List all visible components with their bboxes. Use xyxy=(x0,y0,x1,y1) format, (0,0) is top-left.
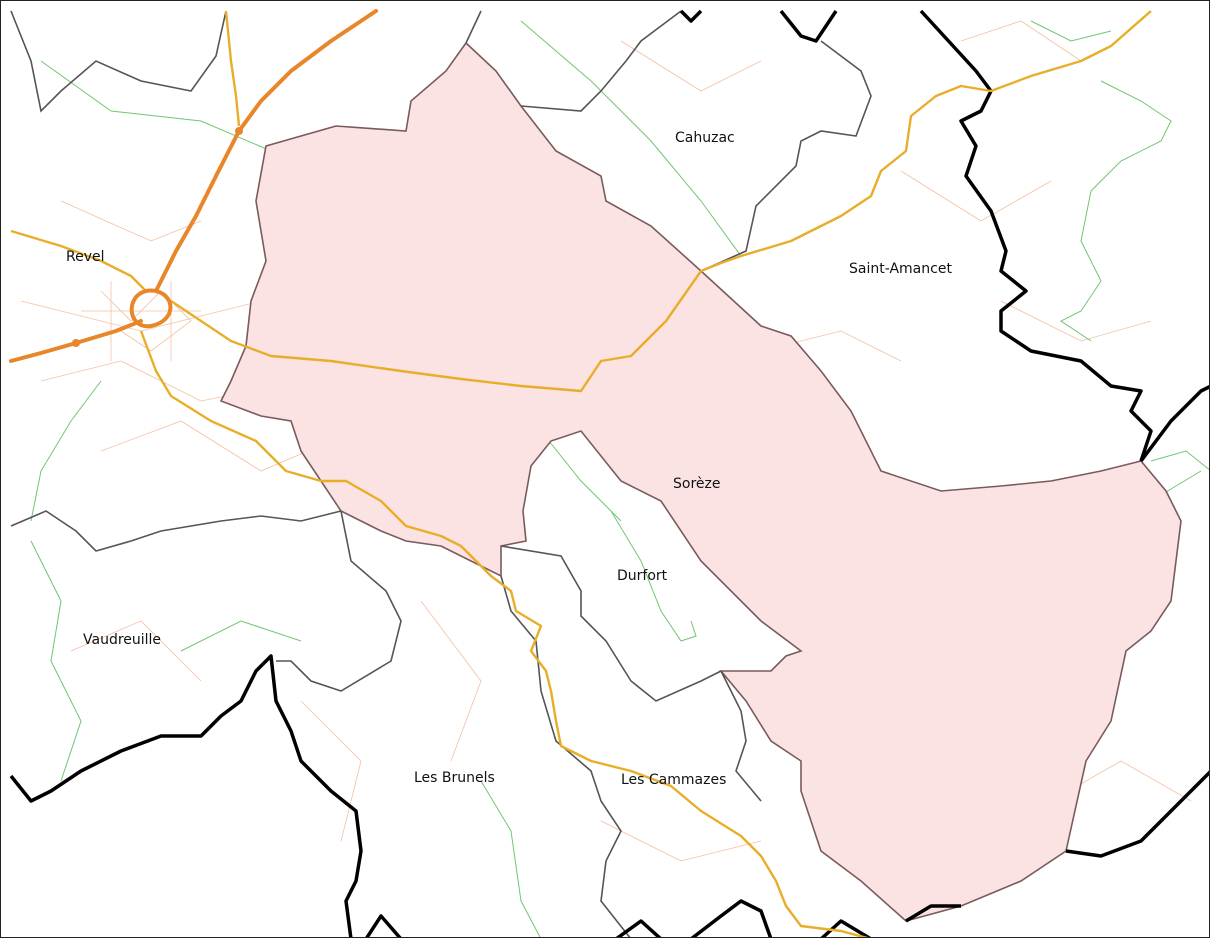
commune-borders-layer xyxy=(10,10,872,937)
minor-road xyxy=(81,281,201,361)
department-border xyxy=(679,9,703,23)
department-border xyxy=(820,919,872,937)
department-borders-layer xyxy=(9,9,1209,937)
minor-road xyxy=(900,170,1052,222)
secondary-roads-layer xyxy=(10,10,1152,937)
road-junction-dot xyxy=(235,127,243,135)
stream xyxy=(1060,80,1172,342)
department-border xyxy=(615,919,662,937)
commune-border xyxy=(720,670,762,802)
minor-road xyxy=(100,420,332,472)
department-border xyxy=(690,899,773,937)
department-border xyxy=(1139,385,1209,463)
commune-border xyxy=(600,860,631,937)
department-border xyxy=(1065,770,1209,858)
label-soreze[interactable]: Sorèze xyxy=(673,476,720,492)
minor-road xyxy=(300,700,362,842)
secondary-road xyxy=(139,330,869,937)
department-border xyxy=(779,9,838,43)
label-vaudreuille[interactable]: Vaudreuille xyxy=(83,632,161,648)
commune-border xyxy=(500,545,722,702)
department-border xyxy=(919,9,1153,462)
road-junction-dot xyxy=(72,339,80,347)
minor-road xyxy=(60,200,202,242)
stream xyxy=(30,540,82,782)
label-cahuzac[interactable]: Cahuzac xyxy=(675,130,735,146)
minor-road xyxy=(70,620,202,682)
stream xyxy=(610,510,697,642)
commune-border xyxy=(10,510,342,552)
stream xyxy=(180,620,302,652)
soreze-commune-area[interactable] xyxy=(219,41,1182,922)
commune-border xyxy=(700,40,872,272)
label-durfort[interactable]: Durfort xyxy=(617,568,668,584)
label-revel[interactable]: Revel xyxy=(66,249,105,265)
primary-roads-layer xyxy=(9,9,378,363)
commune-border xyxy=(276,510,402,692)
secondary-road xyxy=(170,270,702,393)
minor-road xyxy=(960,20,1082,62)
place-labels-layer: Revel Cahuzac Saint-Amancet Sorèze Durfo… xyxy=(66,130,952,788)
minor-road xyxy=(420,600,482,762)
department-border xyxy=(365,914,402,937)
secondary-road xyxy=(10,229,147,292)
secondary-road xyxy=(224,10,241,127)
secondary-road xyxy=(700,10,1152,273)
label-saint-amancet[interactable]: Saint-Amancet xyxy=(849,261,952,277)
label-les-cammazes[interactable]: Les Cammazes xyxy=(621,772,726,788)
stream xyxy=(1150,450,1209,471)
commune-border xyxy=(520,10,682,112)
commune-border xyxy=(10,10,227,113)
commune-border xyxy=(500,575,622,862)
minor-road xyxy=(620,40,762,92)
label-les-brunels[interactable]: Les Brunels xyxy=(414,770,495,786)
commune-border xyxy=(465,10,482,44)
stream xyxy=(30,380,102,522)
stream xyxy=(1030,20,1112,42)
minor-road xyxy=(600,820,762,862)
minor-road xyxy=(1000,300,1152,342)
department-border xyxy=(9,654,363,937)
stream xyxy=(480,780,541,937)
roundabout xyxy=(129,288,173,329)
stream xyxy=(520,20,742,257)
department-border xyxy=(905,904,961,923)
